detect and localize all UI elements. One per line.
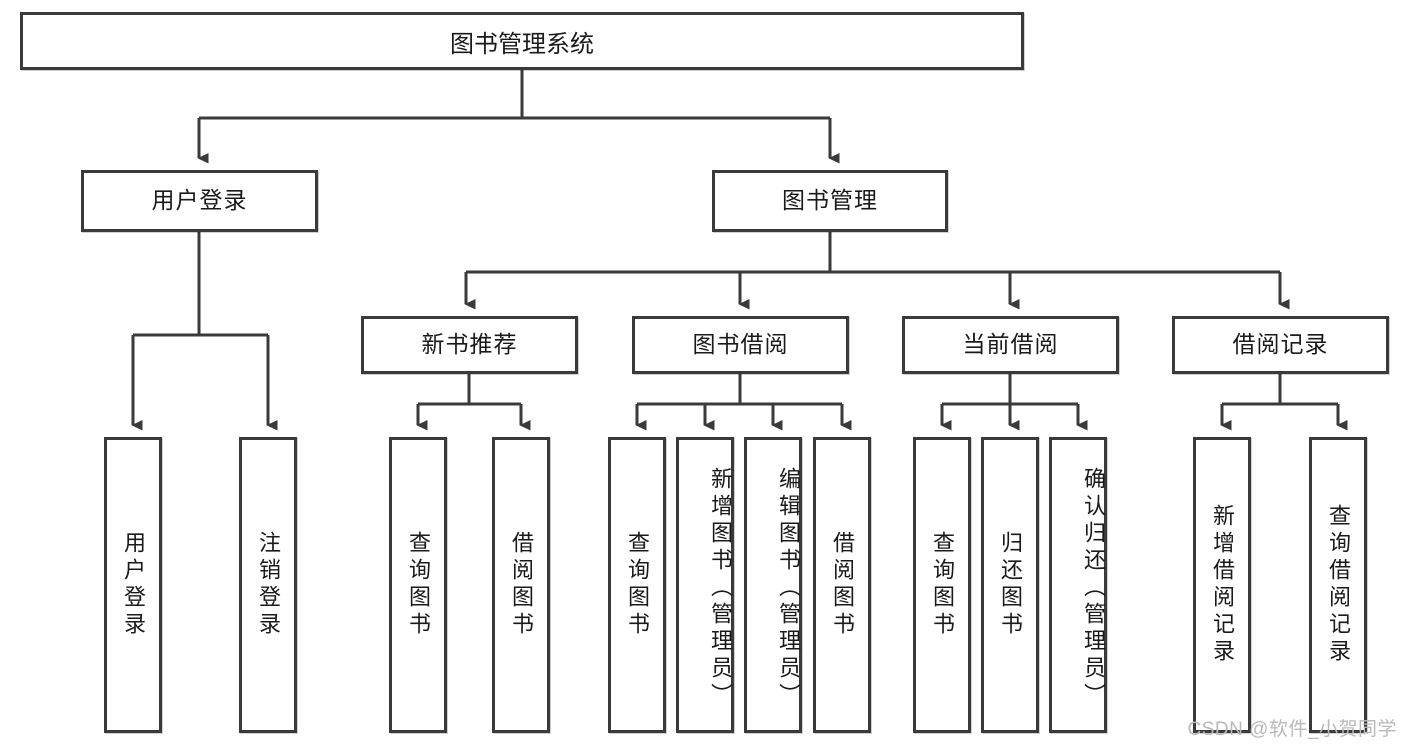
node-book-borrow[interactable]: 图书借阅 [632,316,849,374]
leaf-new-book-borrow-book[interactable]: 借阅图书 [492,437,550,733]
node-new-book-recommend[interactable]: 新书推荐 [361,316,578,374]
node-root-system[interactable]: 图书管理系统 [20,12,1024,70]
node-current-borrow[interactable]: 当前借阅 [902,316,1119,374]
leaf-book-borrow-borrow-book[interactable]: 借阅图书 [813,437,871,733]
leaf-book-borrow-add-book-admin[interactable]: 新增图书（管理员） [676,437,734,733]
node-book-management[interactable]: 图书管理 [712,170,948,232]
leaf-new-book-query-book[interactable]: 查询图书 [389,437,447,733]
node-borrow-record[interactable]: 借阅记录 [1172,316,1389,374]
node-user-login[interactable]: 用户登录 [81,170,318,232]
leaf-current-borrow-return-book[interactable]: 归还图书 [981,437,1039,733]
leaf-book-borrow-query-book[interactable]: 查询图书 [608,437,666,733]
leaf-current-borrow-confirm-return-admin[interactable]: 确认归还（管理员） [1049,437,1107,733]
leaf-user-login-login[interactable]: 用户登录 [104,437,162,733]
csdn-watermark: CSDN @软件_小贺同学 [1187,719,1397,740]
leaf-book-borrow-edit-book-admin[interactable]: 编辑图书（管理员） [744,437,802,733]
leaf-borrow-record-query-record[interactable]: 查询借阅记录 [1309,437,1367,733]
leaf-current-borrow-query-book[interactable]: 查询图书 [913,437,971,733]
leaf-user-login-logout[interactable]: 注销登录 [239,437,297,733]
leaf-borrow-record-add-record[interactable]: 新增借阅记录 [1193,437,1251,733]
